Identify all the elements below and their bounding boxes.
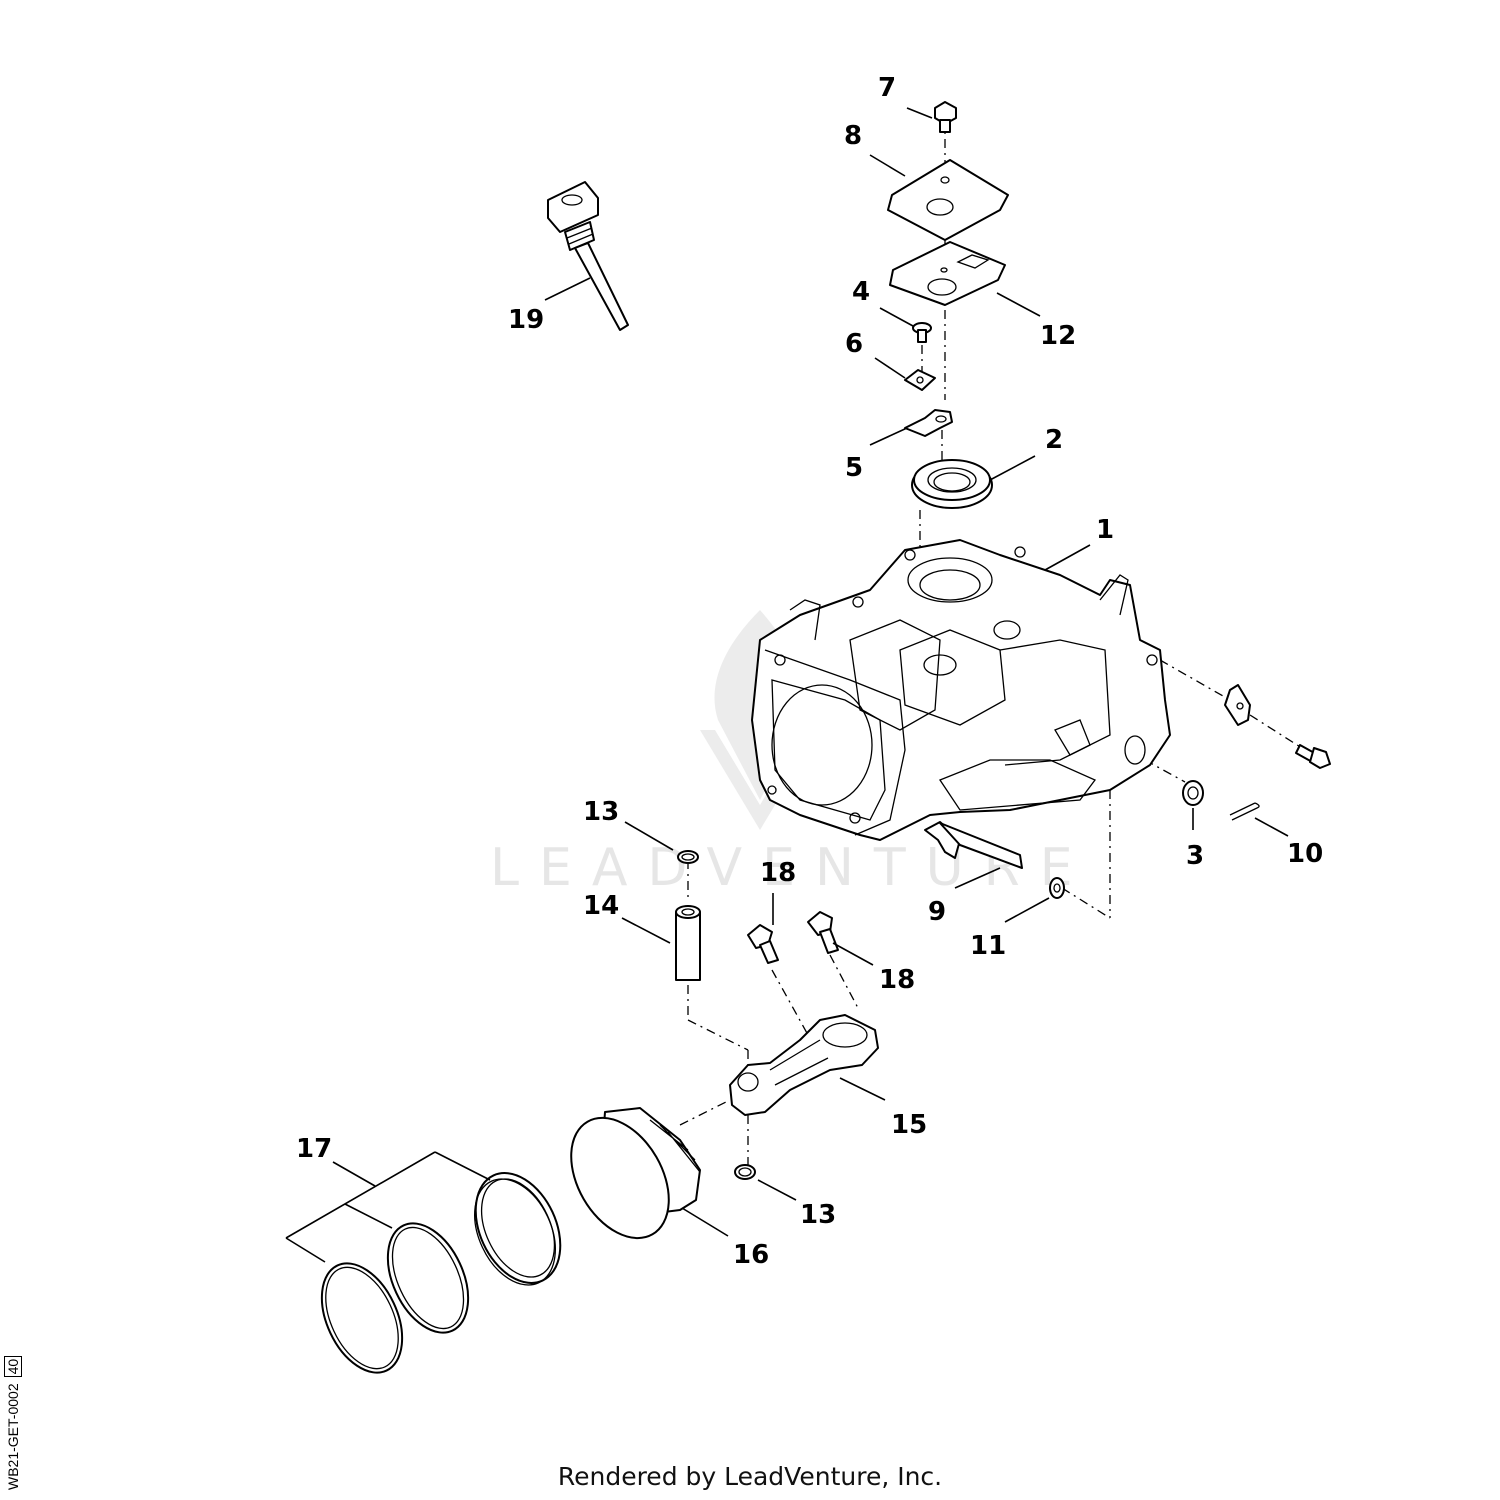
retainer-5 [904,409,953,437]
plate-6 [904,369,936,391]
callout-1: 1 [1096,515,1114,545]
connecting-rod-15 [729,1014,879,1116]
callout-3: 3 [1186,841,1204,871]
cover-plate-8 [887,159,1009,241]
callout-18-top: 18 [760,858,796,888]
callout-18-bottom: 18 [879,965,915,995]
cotter-pin-10 [1229,802,1260,821]
rod-bolt-18-left [747,924,779,964]
side-bolt [1295,744,1331,769]
callout-12: 12 [1040,321,1076,351]
o-ring-13-bottom [734,1164,756,1180]
callout-19: 19 [508,305,544,335]
bracket [1224,684,1251,726]
washer-11 [1049,877,1065,899]
callout-8: 8 [844,121,862,151]
callout-4: 4 [852,277,870,307]
callout-14: 14 [583,891,619,921]
dipstick [547,181,629,331]
callout-9: 9 [928,897,946,927]
callout-2: 2 [1045,425,1063,455]
callout-10: 10 [1287,839,1323,869]
screw-4 [912,322,932,343]
gasket-12 [889,241,1006,306]
callout-17: 17 [296,1134,332,1164]
piston-16 [570,1107,701,1240]
callout-16: 16 [733,1240,769,1270]
governor-arm-9 [924,821,1023,869]
leader-lines [285,107,1289,1263]
diagram-page: 40 [4,1355,22,1378]
callout-11: 11 [970,931,1006,961]
piston-rings-17 [320,1172,562,1374]
o-ring-13-top [677,850,699,864]
oil-seal-2 [911,459,993,509]
callout-15: 15 [891,1110,927,1140]
callout-13-top: 13 [583,797,619,827]
nut-3 [1182,780,1204,806]
rod-bolt-18-right [807,911,839,954]
crankcase-1 [751,539,1171,841]
bolt-7 [934,101,957,133]
callout-numbers: 7 8 4 12 6 5 2 1 19 3 10 9 11 13 14 18 1… [296,73,1323,1270]
callout-7: 7 [878,73,896,103]
piston-pin-14 [675,905,701,981]
footer-credit: Rendered by LeadVenture, Inc. [557,1462,943,1491]
callout-5: 5 [845,453,863,483]
callout-6: 6 [845,329,863,359]
callout-13-bottom: 13 [800,1200,836,1230]
